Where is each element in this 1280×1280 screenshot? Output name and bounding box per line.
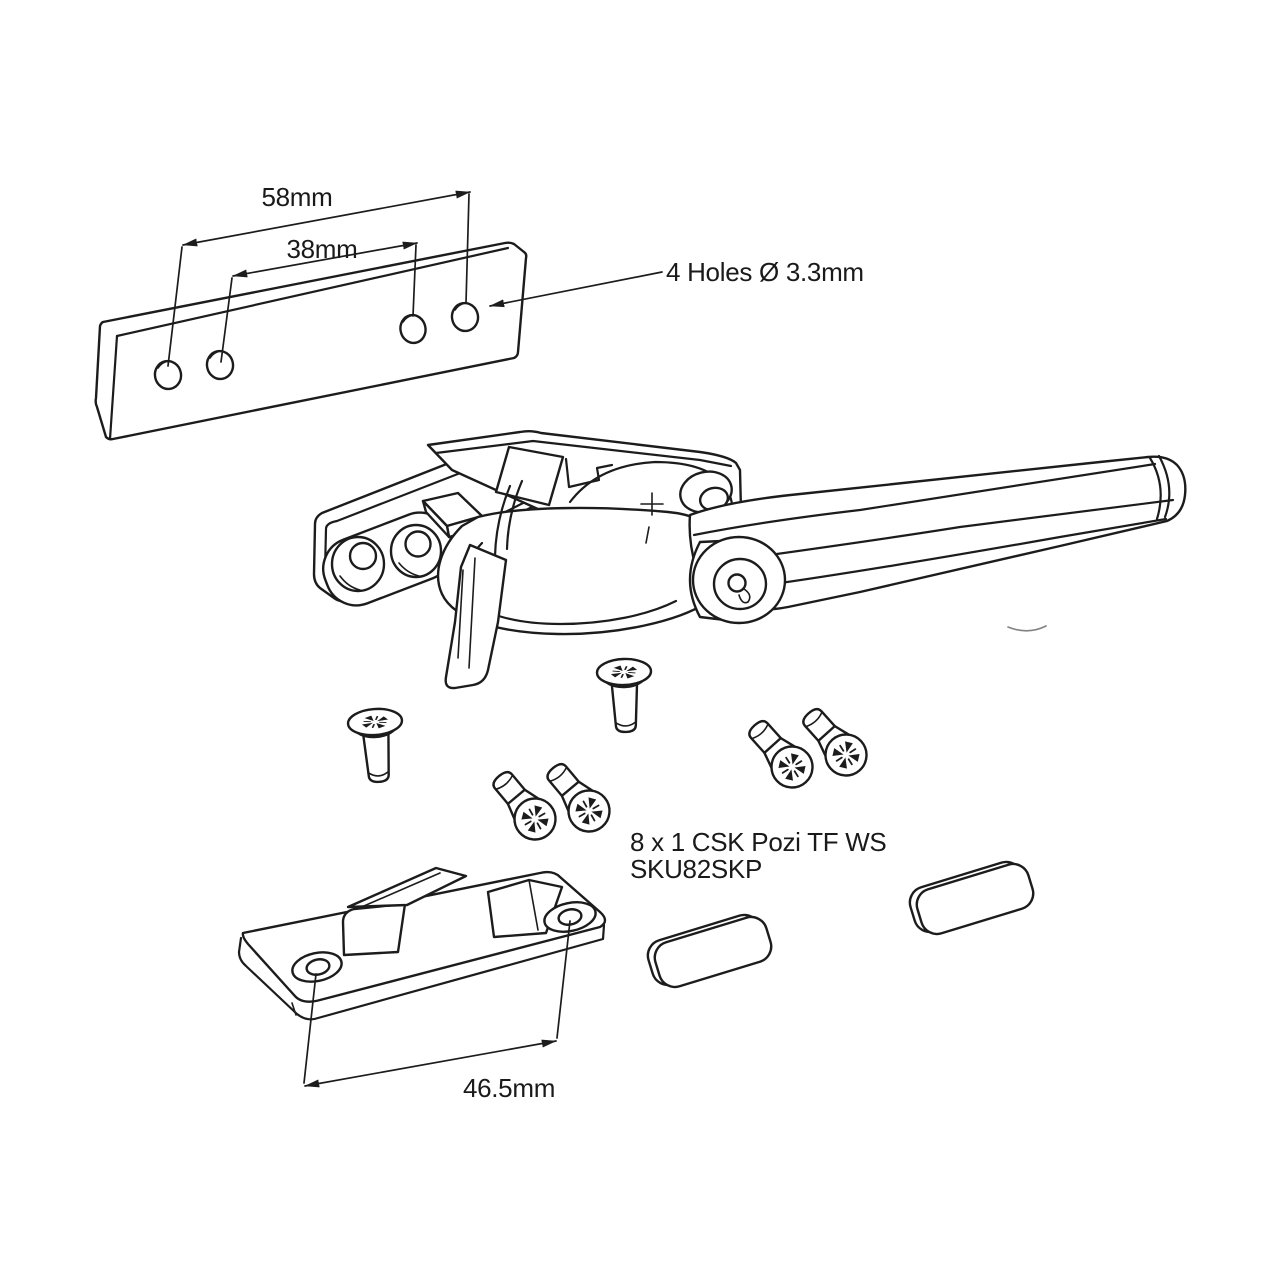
screw-spec-line2: SKU82SKP [630, 854, 762, 884]
cockspur-handle [312, 430, 1187, 690]
keyhole [727, 573, 747, 593]
dim-label-58mm: 58mm [261, 182, 332, 212]
packer-pad-left [646, 913, 773, 989]
dim-label-46-5mm: 46.5mm [463, 1073, 555, 1103]
dimension-46-5mm: 46.5mm [303, 920, 571, 1103]
handle-lock-cylinder [688, 535, 787, 625]
screw-spec-line1: 8 x 1 CSK Pozi TF WS [630, 827, 886, 857]
cockspur-keep [237, 866, 607, 1021]
packer-pad-right [908, 860, 1035, 936]
dimension-58mm: 58mm [167, 182, 471, 367]
handle-pivot [568, 460, 734, 523]
packer-bar-holes [153, 301, 480, 391]
screw-spec: 8 x 1 CSK Pozi TF WS SKU82SKP [630, 827, 887, 884]
dimension-38mm: 38mm [220, 234, 418, 363]
handle-plate-holes [330, 523, 443, 593]
holes-callout: 4 Holes Ø 3.3mm [489, 257, 864, 308]
holes-callout-label: 4 Holes Ø 3.3mm [666, 257, 864, 287]
handle-nose [444, 543, 508, 690]
dim-label-38mm: 38mm [286, 234, 357, 264]
keep-holes [291, 901, 597, 983]
screw-vertical-left [347, 707, 406, 784]
centre-mark [640, 492, 664, 544]
screws [347, 658, 876, 849]
packer-bar [94, 241, 528, 441]
screw-vertical-top [597, 658, 654, 733]
